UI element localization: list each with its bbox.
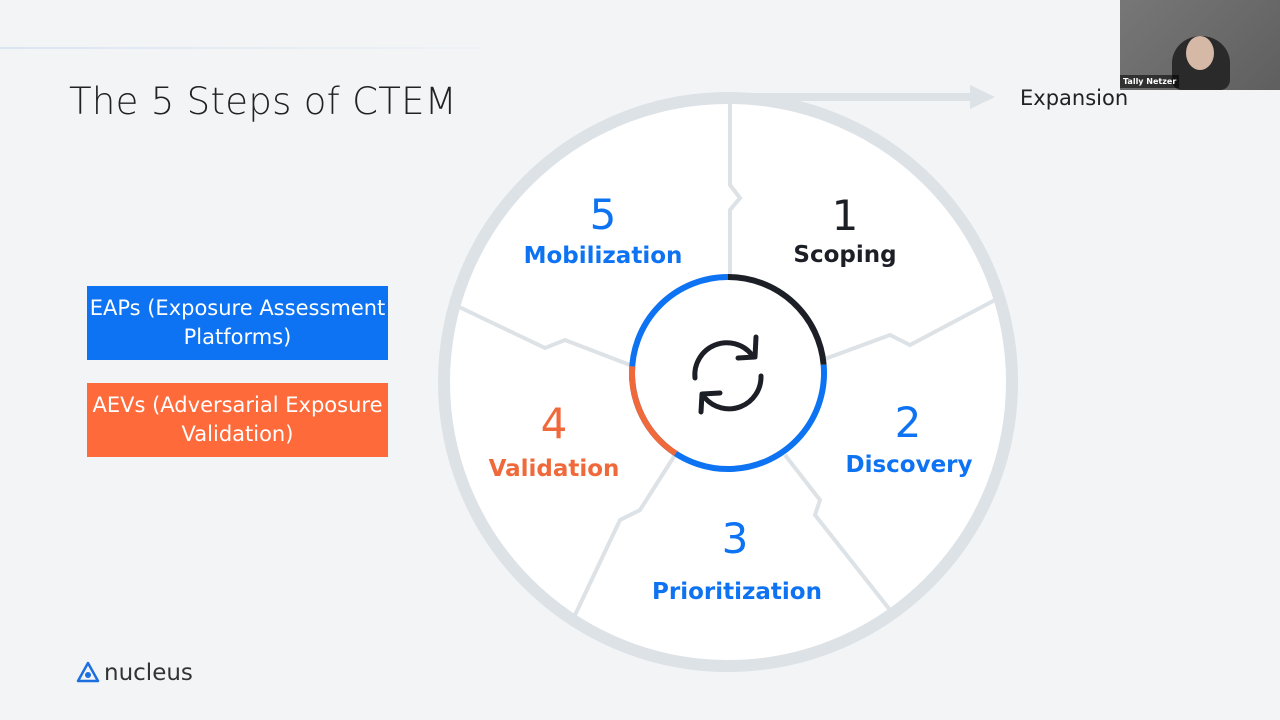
participant-face [1186, 36, 1214, 70]
step-1-number: 1 [832, 191, 859, 240]
step-3-number: 3 [722, 514, 749, 563]
participant-name: Tally Netzer [1120, 75, 1180, 88]
nucleus-logo: nucleus [76, 660, 193, 686]
step-3-label: Prioritization [652, 579, 822, 605]
cycle-arc-orange [629, 366, 678, 457]
expansion-arrow-head [970, 85, 995, 109]
step-5-number: 5 [590, 190, 617, 239]
center-circle [632, 277, 824, 469]
decorative-line [0, 47, 480, 49]
step-1-label: Scoping [793, 242, 896, 268]
participant-video[interactable]: Tally Netzer [1120, 0, 1280, 90]
nucleus-logo-text: nucleus [104, 660, 193, 686]
refresh-icon [692, 334, 764, 415]
nucleus-logo-icon [76, 661, 100, 683]
expansion-label: Expansion [1020, 86, 1129, 110]
step-4-number: 4 [541, 399, 568, 448]
cycle-arc-black [727, 274, 827, 365]
aev-box: AEVs (Adversarial Exposure Validation) [87, 383, 388, 457]
step-2-label: Discovery [845, 452, 972, 478]
eap-box: EAPs (Exposure Assessment Platforms) [87, 286, 388, 360]
segment-dividers [454, 100, 996, 616]
step-5-label: Mobilization [524, 243, 683, 269]
step-4-label: Validation [489, 456, 620, 482]
slide-title: The 5 Steps of CTEM [69, 80, 458, 123]
step-2-number: 2 [895, 398, 922, 447]
